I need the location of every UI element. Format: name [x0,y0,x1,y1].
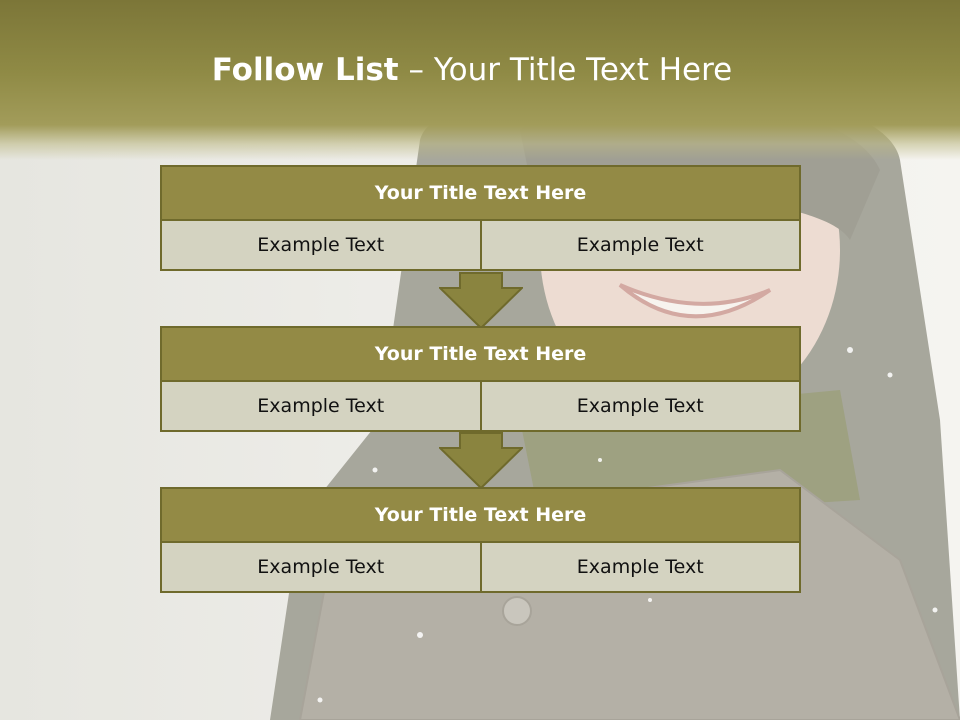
block-cell-right: Example Text [481,543,801,593]
list-block-1: Your Title Text Here Example Text Exampl… [160,165,801,271]
slide-title: Follow List – Your Title Text Here [0,52,944,88]
slide-title-rest: – Your Title Text Here [398,52,733,88]
list-block-3: Your Title Text Here Example Text Exampl… [160,487,801,593]
block-title: Your Title Text Here [160,326,801,382]
block-cell-left: Example Text [160,382,482,432]
block-row: Example Text Example Text [160,382,801,432]
list-block-2: Your Title Text Here Example Text Exampl… [160,326,801,432]
block-cell-right: Example Text [481,221,801,271]
block-cell-right: Example Text [481,382,801,432]
block-row: Example Text Example Text [160,543,801,593]
block-title: Your Title Text Here [160,487,801,543]
header-band [0,0,960,160]
block-cell-left: Example Text [160,221,482,271]
block-title: Your Title Text Here [160,165,801,221]
block-cell-left: Example Text [160,543,482,593]
slide-title-bold: Follow List [211,52,399,88]
down-arrow-icon [439,432,523,489]
down-arrow-icon [439,272,523,329]
block-row: Example Text Example Text [160,221,801,271]
